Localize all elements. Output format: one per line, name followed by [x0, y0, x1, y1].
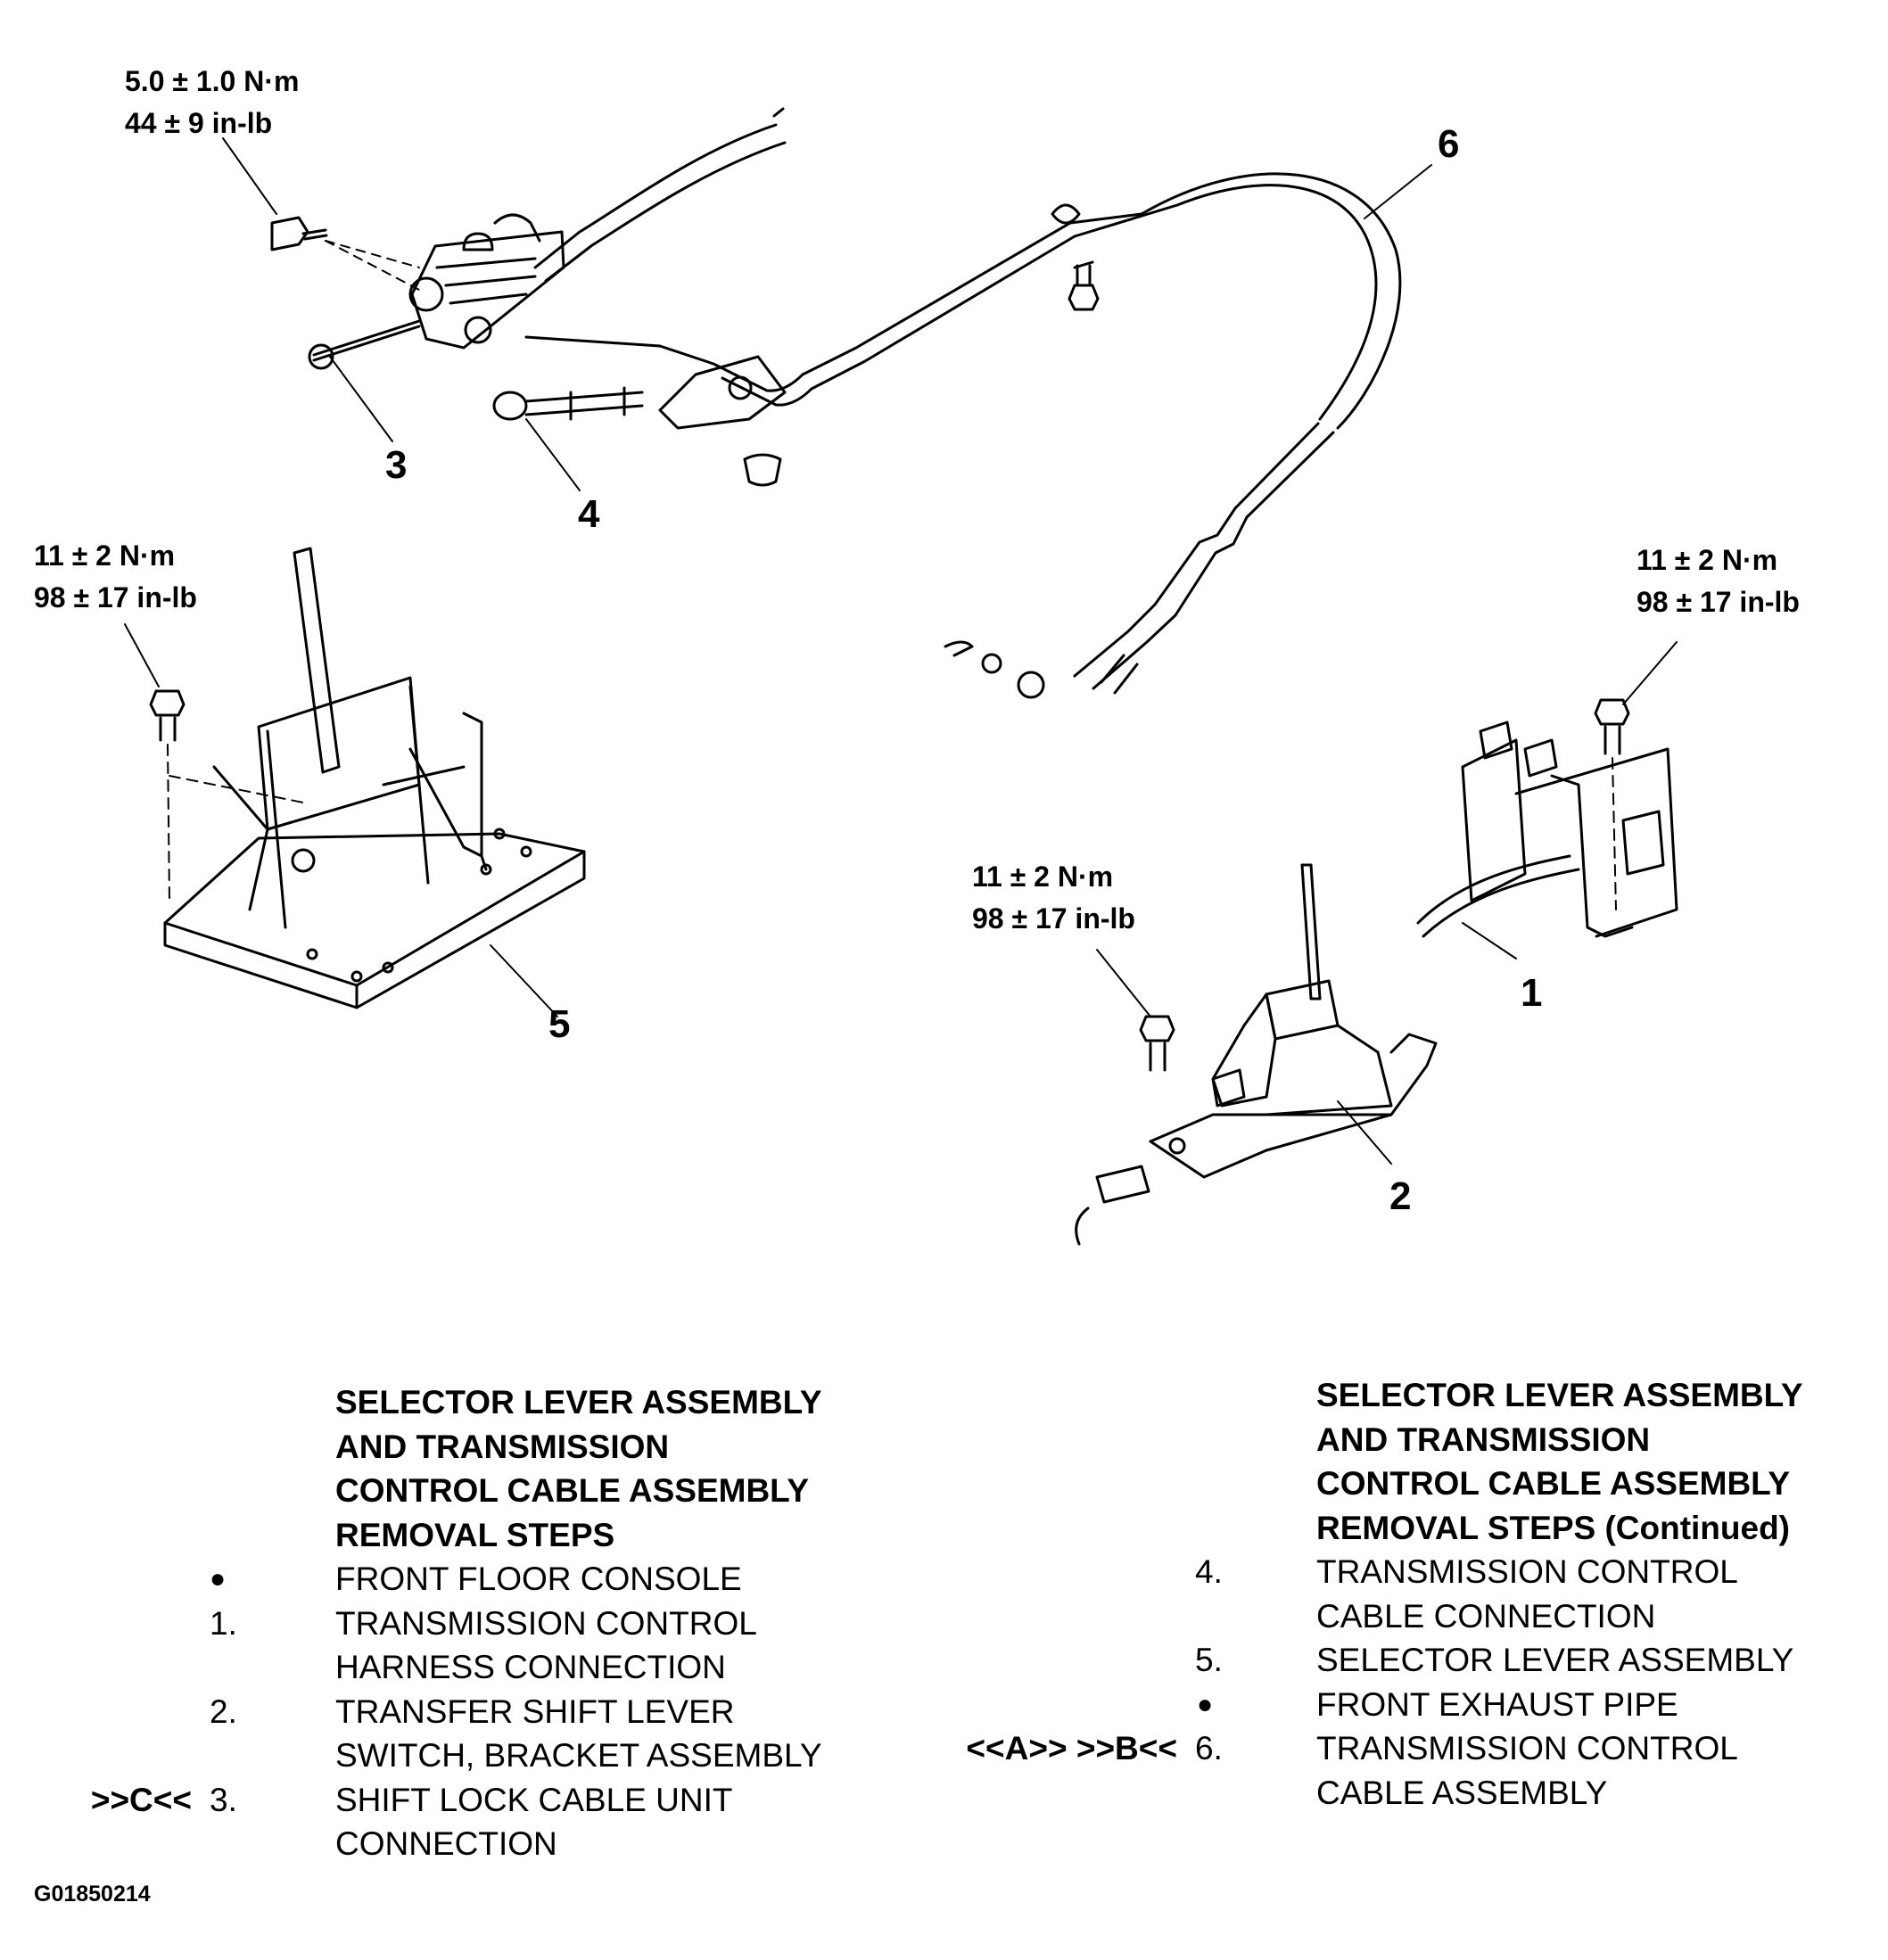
step-item: 5. SELECTOR LEVER ASSEMBLY [1195, 1642, 1794, 1678]
torque-nm: 11 ± 2 N·m [34, 539, 176, 572]
figure-id: G01850214 [34, 1882, 151, 1906]
transmission-control-cable [492, 172, 1402, 699]
torque-inlb: 44 ± 9 in-lb [125, 107, 273, 139]
callout-5: 5 [548, 1002, 571, 1046]
callout-1: 1 [1521, 971, 1543, 1015]
torque-spec-harness-bolt: 11 ± 2 N·m 98 ± 17 in-lb [1637, 539, 1800, 623]
step-item: 4. TRANSMISSION CONTROL [1195, 1553, 1738, 1590]
step-item: ● FRONT FLOOR CONSOLE [210, 1561, 742, 1597]
step-item: 1. TRANSMISSION CONTROL [210, 1604, 757, 1642]
torque-spec-switch-bolt: 11 ± 2 N·m 98 ± 17 in-lb [972, 856, 1135, 940]
steps-heading: SELECTOR LEVER ASSEMBLY AND TRANSMISSION… [335, 1384, 822, 1553]
torque-spec-bracket-bolt: 5.0 ± 1.0 N·m 44 ± 9 in-lb [125, 61, 299, 144]
torque-nm: 11 ± 2 N·m [972, 861, 1114, 893]
callout-6: 6 [1438, 122, 1460, 166]
torque-inlb: 98 ± 17 in-lb [1637, 586, 1800, 618]
transfer-shift-lever-switch [1075, 863, 1438, 1246]
steps-heading: SELECTOR LEVER ASSEMBLY AND TRANSMISSION… [1316, 1377, 1803, 1546]
callout-3: 3 [385, 443, 408, 487]
step-item: 2. TRANSFER SHIFT LEVER [210, 1692, 735, 1730]
step-item: <<A>> >>B<< 6. TRANSMISSION CONTROL [966, 1730, 1738, 1766]
torque-inlb: 98 ± 17 in-lb [972, 902, 1135, 935]
exploded-parts-diagram [124, 107, 1678, 1246]
selector-lever-assembly [149, 547, 586, 1009]
callout-2: 2 [1389, 1174, 1412, 1218]
shift-lock-cable-bracket [270, 107, 787, 370]
torque-inlb: 98 ± 17 in-lb [34, 581, 197, 614]
torque-nm: 11 ± 2 N·m [1637, 544, 1778, 576]
removal-steps-left: SELECTOR LEVER ASSEMBLY AND TRANSMISSION… [0, 1380, 936, 1866]
callout-4: 4 [578, 492, 600, 536]
transmission-harness-connector [1416, 698, 1678, 938]
step-item: ● FRONT EXHAUST PIPE [1197, 1685, 1678, 1723]
torque-spec-selector-lever-bolt: 11 ± 2 N·m 98 ± 17 in-lb [34, 535, 197, 619]
leader-lines [124, 137, 1678, 1165]
step-item: >>C<< 3. SHIFT LOCK CABLE UNIT [90, 1781, 733, 1818]
torque-nm: 5.0 ± 1.0 N·m [125, 65, 300, 97]
removal-steps-right: SELECTOR LEVER ASSEMBLY AND TRANSMISSION… [936, 1373, 1888, 1815]
